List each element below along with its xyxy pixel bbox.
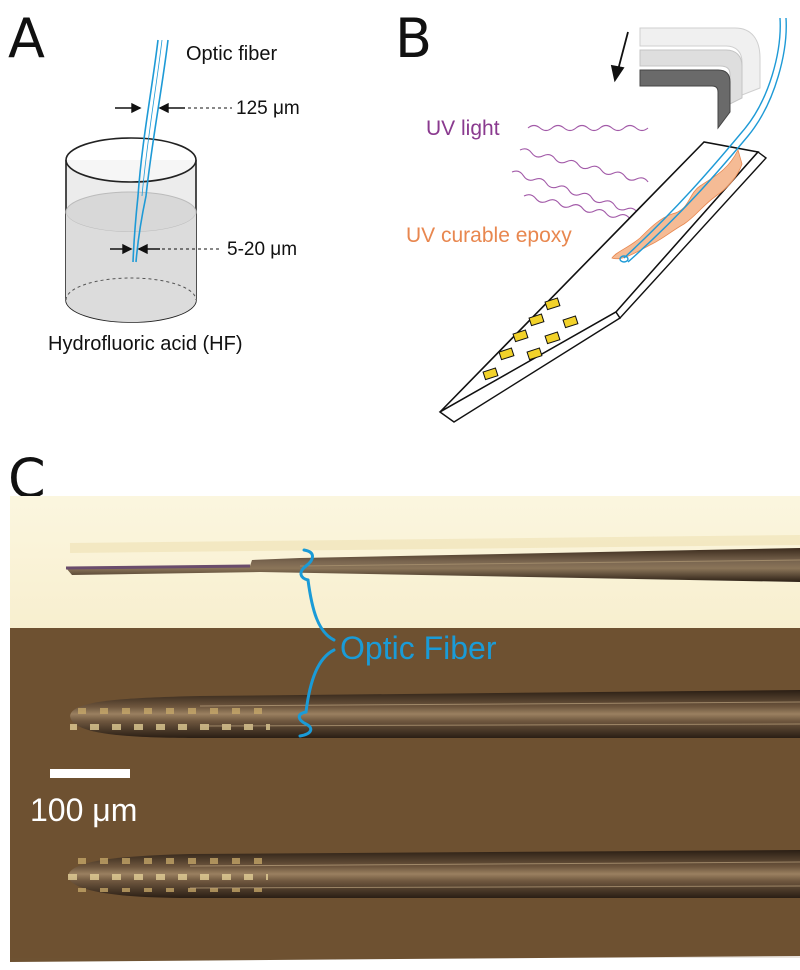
dimension-125: [115, 102, 232, 114]
uv-light-waves: [511, 124, 649, 219]
optic-fiber-callout: Optic Fiber: [340, 630, 497, 666]
panel-b-letter: B: [395, 7, 433, 70]
hf-label: Hydrofluoric acid (HF): [48, 333, 243, 355]
silicon-probe: [438, 141, 768, 423]
diameter-5-20-label: 5-20 μm: [227, 239, 298, 260]
optic-fiber-label: Optic fiber: [186, 43, 278, 65]
dimension-5-20: [110, 243, 222, 255]
hf-container: [65, 137, 197, 323]
scale-bar: [50, 769, 130, 778]
optic-fiber: [132, 39, 169, 263]
micrograph-shank-middle: [70, 690, 800, 738]
down-arrow-icon: [610, 31, 629, 83]
micrograph-shank-top: [65, 535, 800, 582]
optic-fiber-callout-lines: [297, 548, 336, 738]
panel-a-letter: A: [8, 7, 45, 70]
micrograph-shank-bottom: [68, 850, 800, 898]
probe-optic-fiber: [619, 17, 787, 263]
uv-epoxy-label: UV curable epoxy: [406, 224, 572, 247]
electrode-sites: [482, 297, 579, 381]
uv-epoxy-blob: [611, 148, 743, 260]
scale-bar-label: 100 μm: [30, 792, 138, 828]
fiber-holder: [639, 27, 761, 130]
uv-light-label: UV light: [426, 117, 500, 140]
diameter-125-label: 125 μm: [236, 98, 300, 119]
